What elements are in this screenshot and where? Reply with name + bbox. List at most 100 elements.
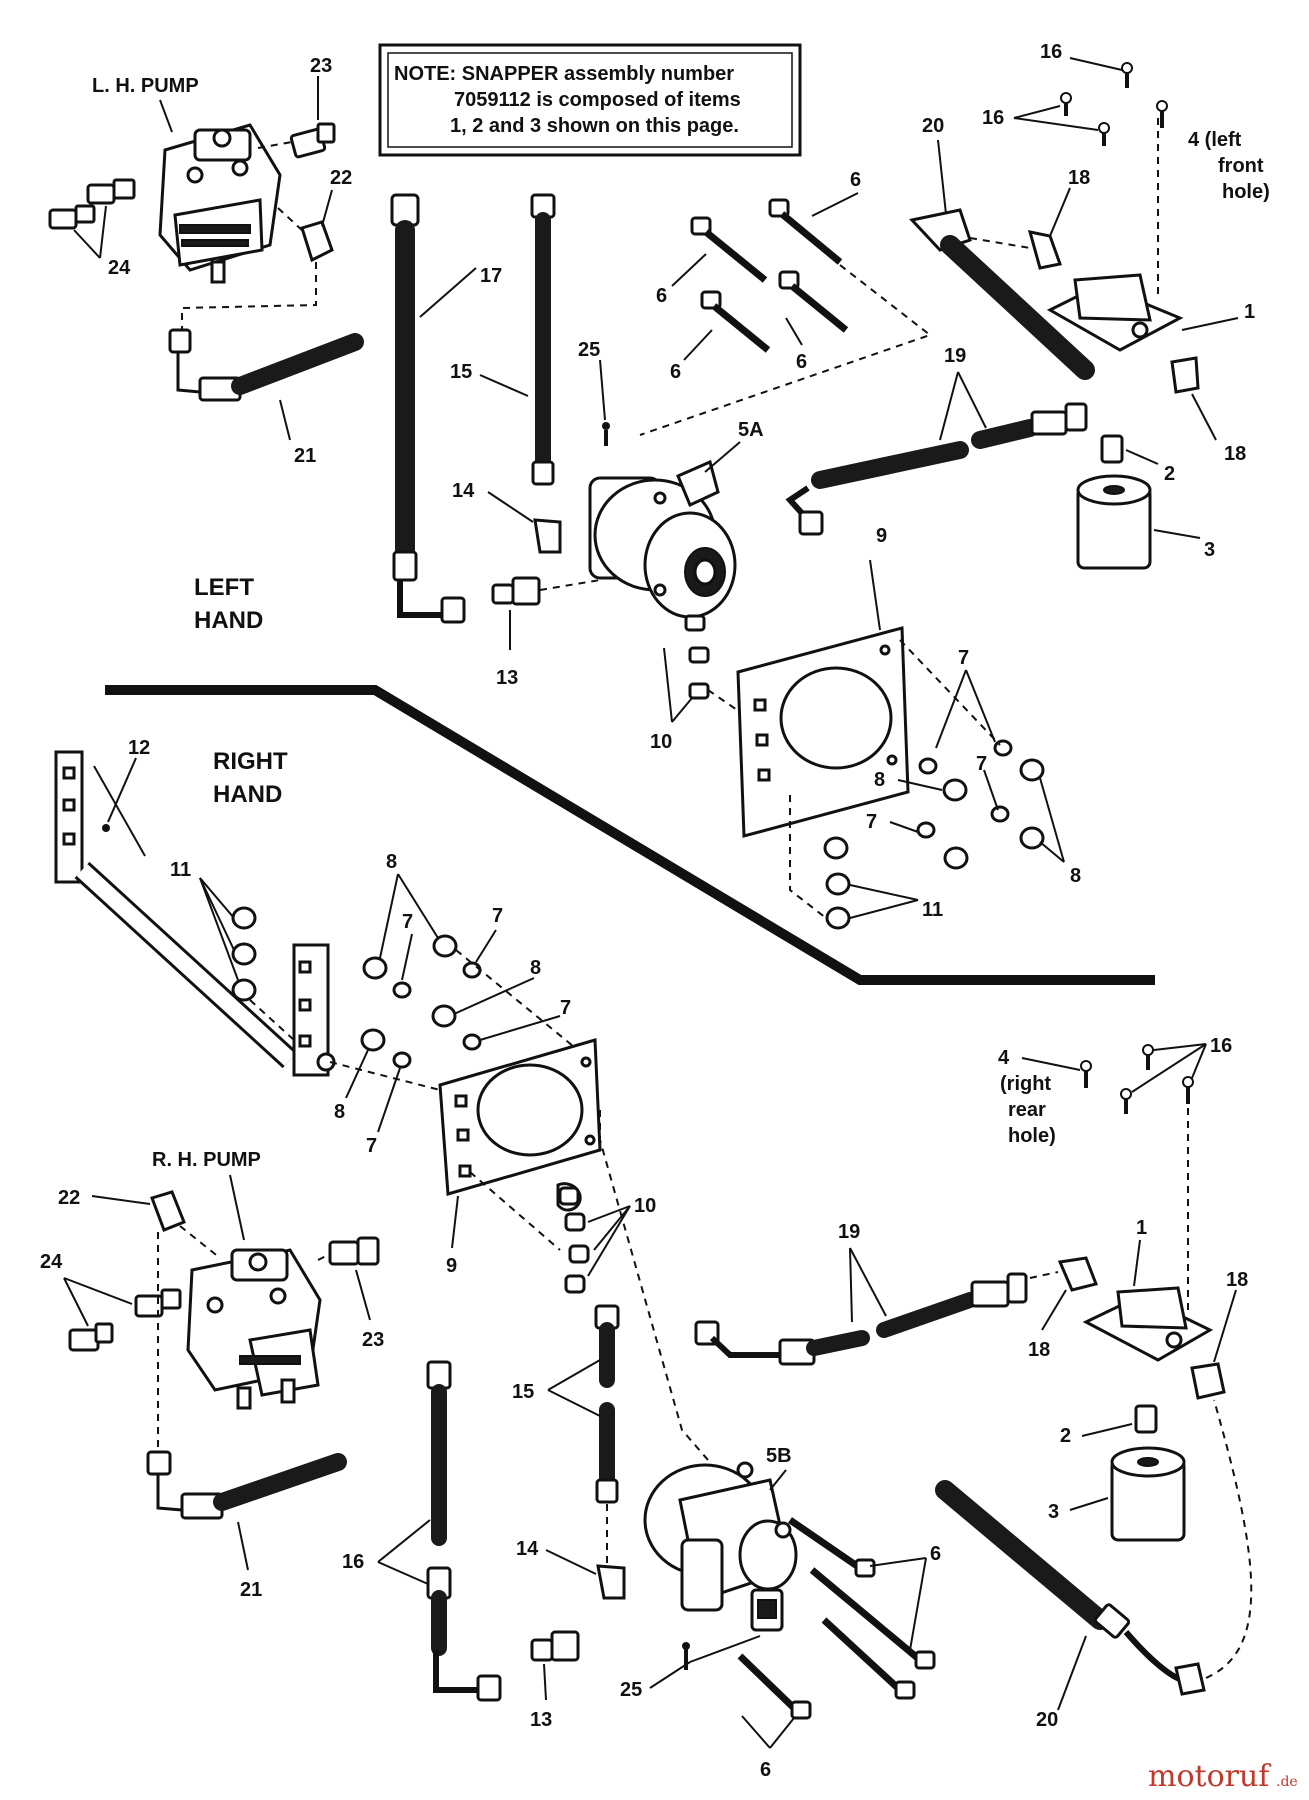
lh-fitting-24: 24 xyxy=(48,178,136,279)
rh-fitting-23: 23 xyxy=(317,1236,384,1351)
wheel-motor-5b: 5B xyxy=(643,1445,798,1632)
section-divider xyxy=(105,685,1155,985)
lh-hardware-7-8-11: 7 7 7 8 8 11 xyxy=(789,639,1081,930)
rh-fittings-18: 18 18 xyxy=(1028,1256,1248,1400)
lh-filter-3: 3 xyxy=(1076,474,1215,570)
lh-fitting-22: 22 xyxy=(277,167,352,263)
left-front-hole-2: front xyxy=(1218,155,1264,177)
rh-plate-9: 9 xyxy=(438,1038,761,1521)
callout-16-lh-b: 16 xyxy=(982,107,1004,129)
callout-8-rh-b: 8 xyxy=(530,957,541,979)
rh-filter-3: 3 xyxy=(1048,1446,1186,1542)
callout-8-rh-a: 8 xyxy=(386,851,397,873)
rh-hose-21: 21 xyxy=(146,1450,347,1601)
lh-hose-17: 17 xyxy=(390,193,502,624)
callout-19-lh: 19 xyxy=(944,345,966,367)
callout-22-lh: 22 xyxy=(330,167,352,189)
callout-6-d: 6 xyxy=(796,351,807,373)
callout-7-rh-a: 7 xyxy=(402,911,413,933)
right-rear-hole-0: 4 xyxy=(998,1047,1010,1069)
callout-24-lh: 24 xyxy=(108,257,131,279)
callout-2-rh: 2 xyxy=(1060,1425,1071,1447)
rh-fitting-22: 22 xyxy=(58,1187,221,1259)
rh-fitting-13: 13 xyxy=(530,1630,580,1731)
callout-3-lh: 3 xyxy=(1204,539,1215,561)
lh-filter-adapter-2: 2 xyxy=(1100,434,1175,485)
callout-11-rh: 11 xyxy=(170,859,191,881)
callout-25-rh: 25 xyxy=(620,1679,642,1701)
callout-25-lh: 25 xyxy=(578,339,600,361)
callout-3-rh: 3 xyxy=(1048,1501,1059,1523)
callout-9-lh: 9 xyxy=(876,525,887,547)
callout-14-lh: 14 xyxy=(452,480,475,502)
wheel-motor-5a: 5A xyxy=(588,419,764,619)
callout-13-lh: 13 xyxy=(496,667,518,689)
rh-bolts-6: 6 6 xyxy=(737,1517,941,1781)
callout-6-rh-a: 6 xyxy=(930,1543,941,1565)
lh-bracket-1: 1 xyxy=(1046,118,1255,352)
callout-7-lh-b: 7 xyxy=(976,753,987,775)
note-line-3: 1, 2 and 3 shown on this page. xyxy=(450,115,739,137)
note-box: NOTE: SNAPPER assembly number 7059112 is… xyxy=(378,43,802,157)
callout-8-lh-b: 8 xyxy=(1070,865,1081,887)
rh-bracket-1: 1 xyxy=(1082,1108,1214,1362)
callout-20-lh: 20 xyxy=(922,115,944,137)
lh-hose-15: 15 xyxy=(450,193,556,486)
callout-21-lh: 21 xyxy=(294,445,316,467)
callout-16-rh-hose: 16 xyxy=(342,1551,364,1573)
callout-7-rh-b: 7 xyxy=(492,905,503,927)
callout-15-lh: 15 xyxy=(450,361,472,383)
motoruf-watermark: motoruf .de xyxy=(1148,1759,1298,1794)
callout-19-rh: 19 xyxy=(838,1221,860,1243)
lh-screws-16: 16 16 4 (left front hole) xyxy=(982,41,1270,203)
left-front-hole-1: 4 (left xyxy=(1188,129,1242,151)
callout-18-rh-a: 18 xyxy=(1028,1339,1050,1361)
rh-pump-label: R. H. PUMP xyxy=(152,1149,261,1171)
callout-8-rh-c: 8 xyxy=(334,1101,345,1123)
note-line-1: NOTE: SNAPPER assembly number xyxy=(394,63,734,85)
callout-2-lh: 2 xyxy=(1164,463,1175,485)
callout-7-rh-d: 7 xyxy=(366,1135,377,1157)
lh-bolts-10: 10 xyxy=(650,614,741,753)
callout-11-lh: 11 xyxy=(922,899,943,921)
right-hand-caption-2: HAND xyxy=(213,781,282,808)
callout-7-lh-c: 7 xyxy=(866,811,877,833)
rh-hose-15: 15 xyxy=(512,1304,620,1504)
callout-16-lh-a: 16 xyxy=(1040,41,1062,63)
callout-18-lh-b: 18 xyxy=(1224,443,1246,465)
callout-7-rh-c: 7 xyxy=(560,997,571,1019)
callout-6-b: 6 xyxy=(656,285,667,307)
rh-fitting-14: 14 xyxy=(516,1504,626,1600)
right-rear-hole-2: rear xyxy=(1008,1099,1046,1121)
lh-bolt-25: 25 xyxy=(578,339,610,446)
rh-fitting-24: 24 xyxy=(40,1251,182,1352)
rh-bolts-10: 10 xyxy=(556,1182,656,1294)
callout-12: 12 xyxy=(128,737,150,759)
callout-6-rh-b: 6 xyxy=(760,1759,771,1781)
callout-16-rh-screws: 16 xyxy=(1210,1035,1232,1057)
rh-nuts-11: 11 xyxy=(170,859,295,1041)
rh-hose-19: 19 xyxy=(694,1221,1028,1366)
right-hand-caption-1: RIGHT xyxy=(213,748,288,775)
callout-22-rh: 22 xyxy=(58,1187,80,1209)
callout-23-rh: 23 xyxy=(362,1329,384,1351)
lh-pump: L. H. PUMP xyxy=(92,75,282,284)
lh-fitting-23: 23 xyxy=(257,55,336,159)
callout-20-rh: 20 xyxy=(1036,1709,1058,1731)
callout-9-rh: 9 xyxy=(446,1255,457,1277)
callout-18-lh-a: 18 xyxy=(1068,167,1090,189)
rh-filter-adapter-2: 2 xyxy=(1060,1404,1158,1447)
lh-hose-21: 21 xyxy=(168,328,364,467)
callout-23-lh: 23 xyxy=(310,55,332,77)
callout-14-rh: 14 xyxy=(516,1538,539,1560)
callout-18-rh-b: 18 xyxy=(1226,1269,1248,1291)
rh-pump: R. H. PUMP xyxy=(152,1149,322,1410)
rh-hose-20: 20 xyxy=(935,1399,1253,1731)
callout-13-rh: 13 xyxy=(530,1709,552,1731)
left-front-hole-3: hole) xyxy=(1222,181,1270,203)
rh-screws-16: 16 4 (right rear hole) xyxy=(998,1035,1232,1147)
callout-5b: 5B xyxy=(766,1445,792,1467)
lh-pump-label: L. H. PUMP xyxy=(92,75,199,97)
callout-17: 17 xyxy=(480,265,502,287)
